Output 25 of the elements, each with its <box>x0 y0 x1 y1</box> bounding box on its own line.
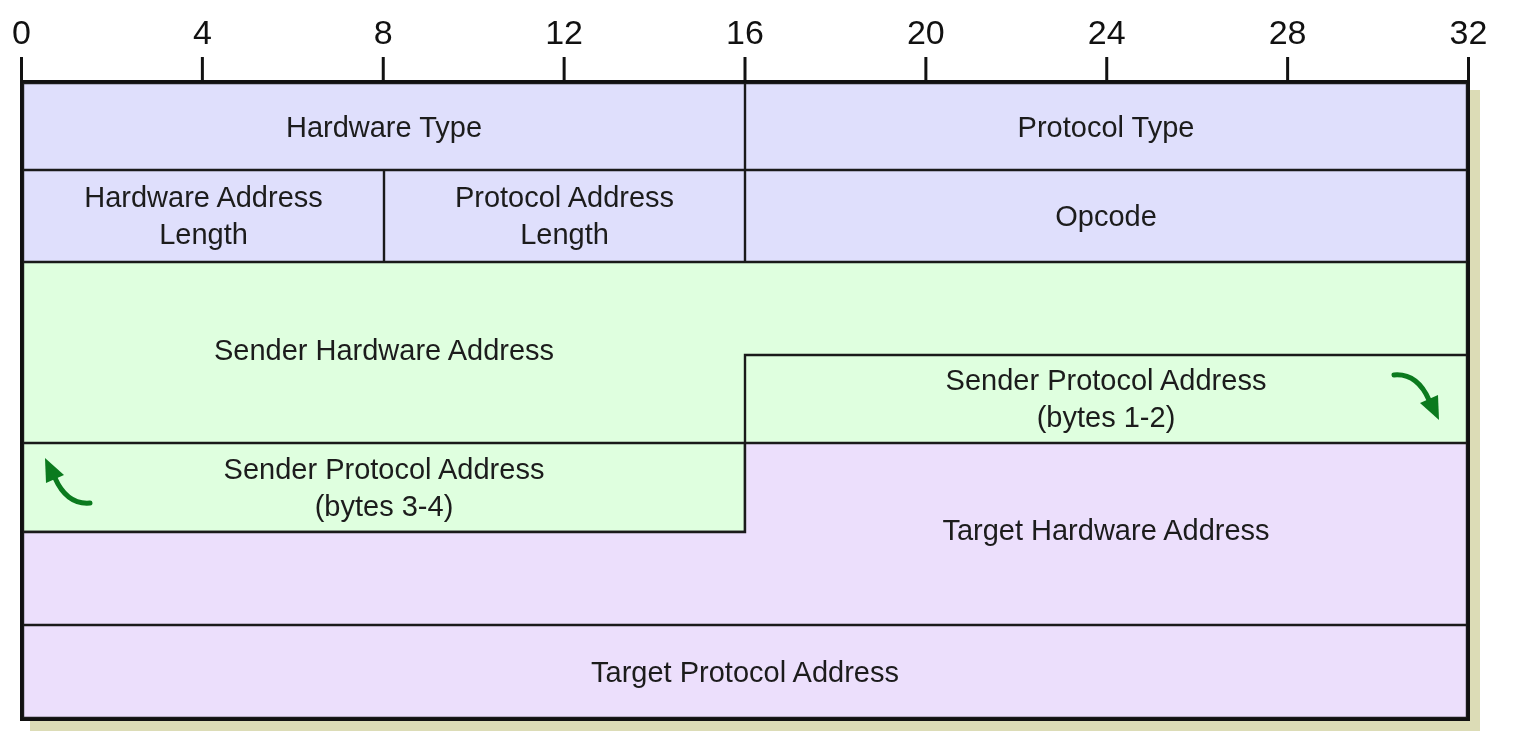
bit-number: 32 <box>1449 14 1488 50</box>
field-box <box>23 83 745 170</box>
field-label: Opcode <box>1054 198 1158 234</box>
bit-number: 16 <box>726 14 764 50</box>
field-label: Target Protocol Address <box>590 654 900 690</box>
field-label: Target Hardware Address <box>941 512 1271 548</box>
field-label: Protocol Address Length <box>453 180 676 252</box>
bit-number: 12 <box>545 14 584 50</box>
field-label: Protocol Type <box>1016 109 1196 145</box>
field-label: Sender Hardware Address <box>212 332 556 368</box>
bit-number: 20 <box>906 14 945 50</box>
bit-number: 24 <box>1087 14 1126 50</box>
bit-number: 4 <box>192 14 212 50</box>
field-box <box>745 355 1467 443</box>
bit-number: 28 <box>1268 14 1307 50</box>
bit-number: 8 <box>373 14 393 50</box>
field-label: Hardware Address Length <box>83 180 324 252</box>
field-label: Sender Protocol Address (bytes 1-2) <box>944 363 1268 435</box>
field-box <box>23 443 1467 625</box>
field-label: Sender Protocol Address (bytes 3-4) <box>222 451 546 524</box>
field-box <box>23 625 1467 718</box>
field-box <box>745 83 1467 170</box>
field-box <box>23 443 745 532</box>
field-label: Hardware Type <box>284 109 484 145</box>
bit-number: 0 <box>12 14 31 50</box>
